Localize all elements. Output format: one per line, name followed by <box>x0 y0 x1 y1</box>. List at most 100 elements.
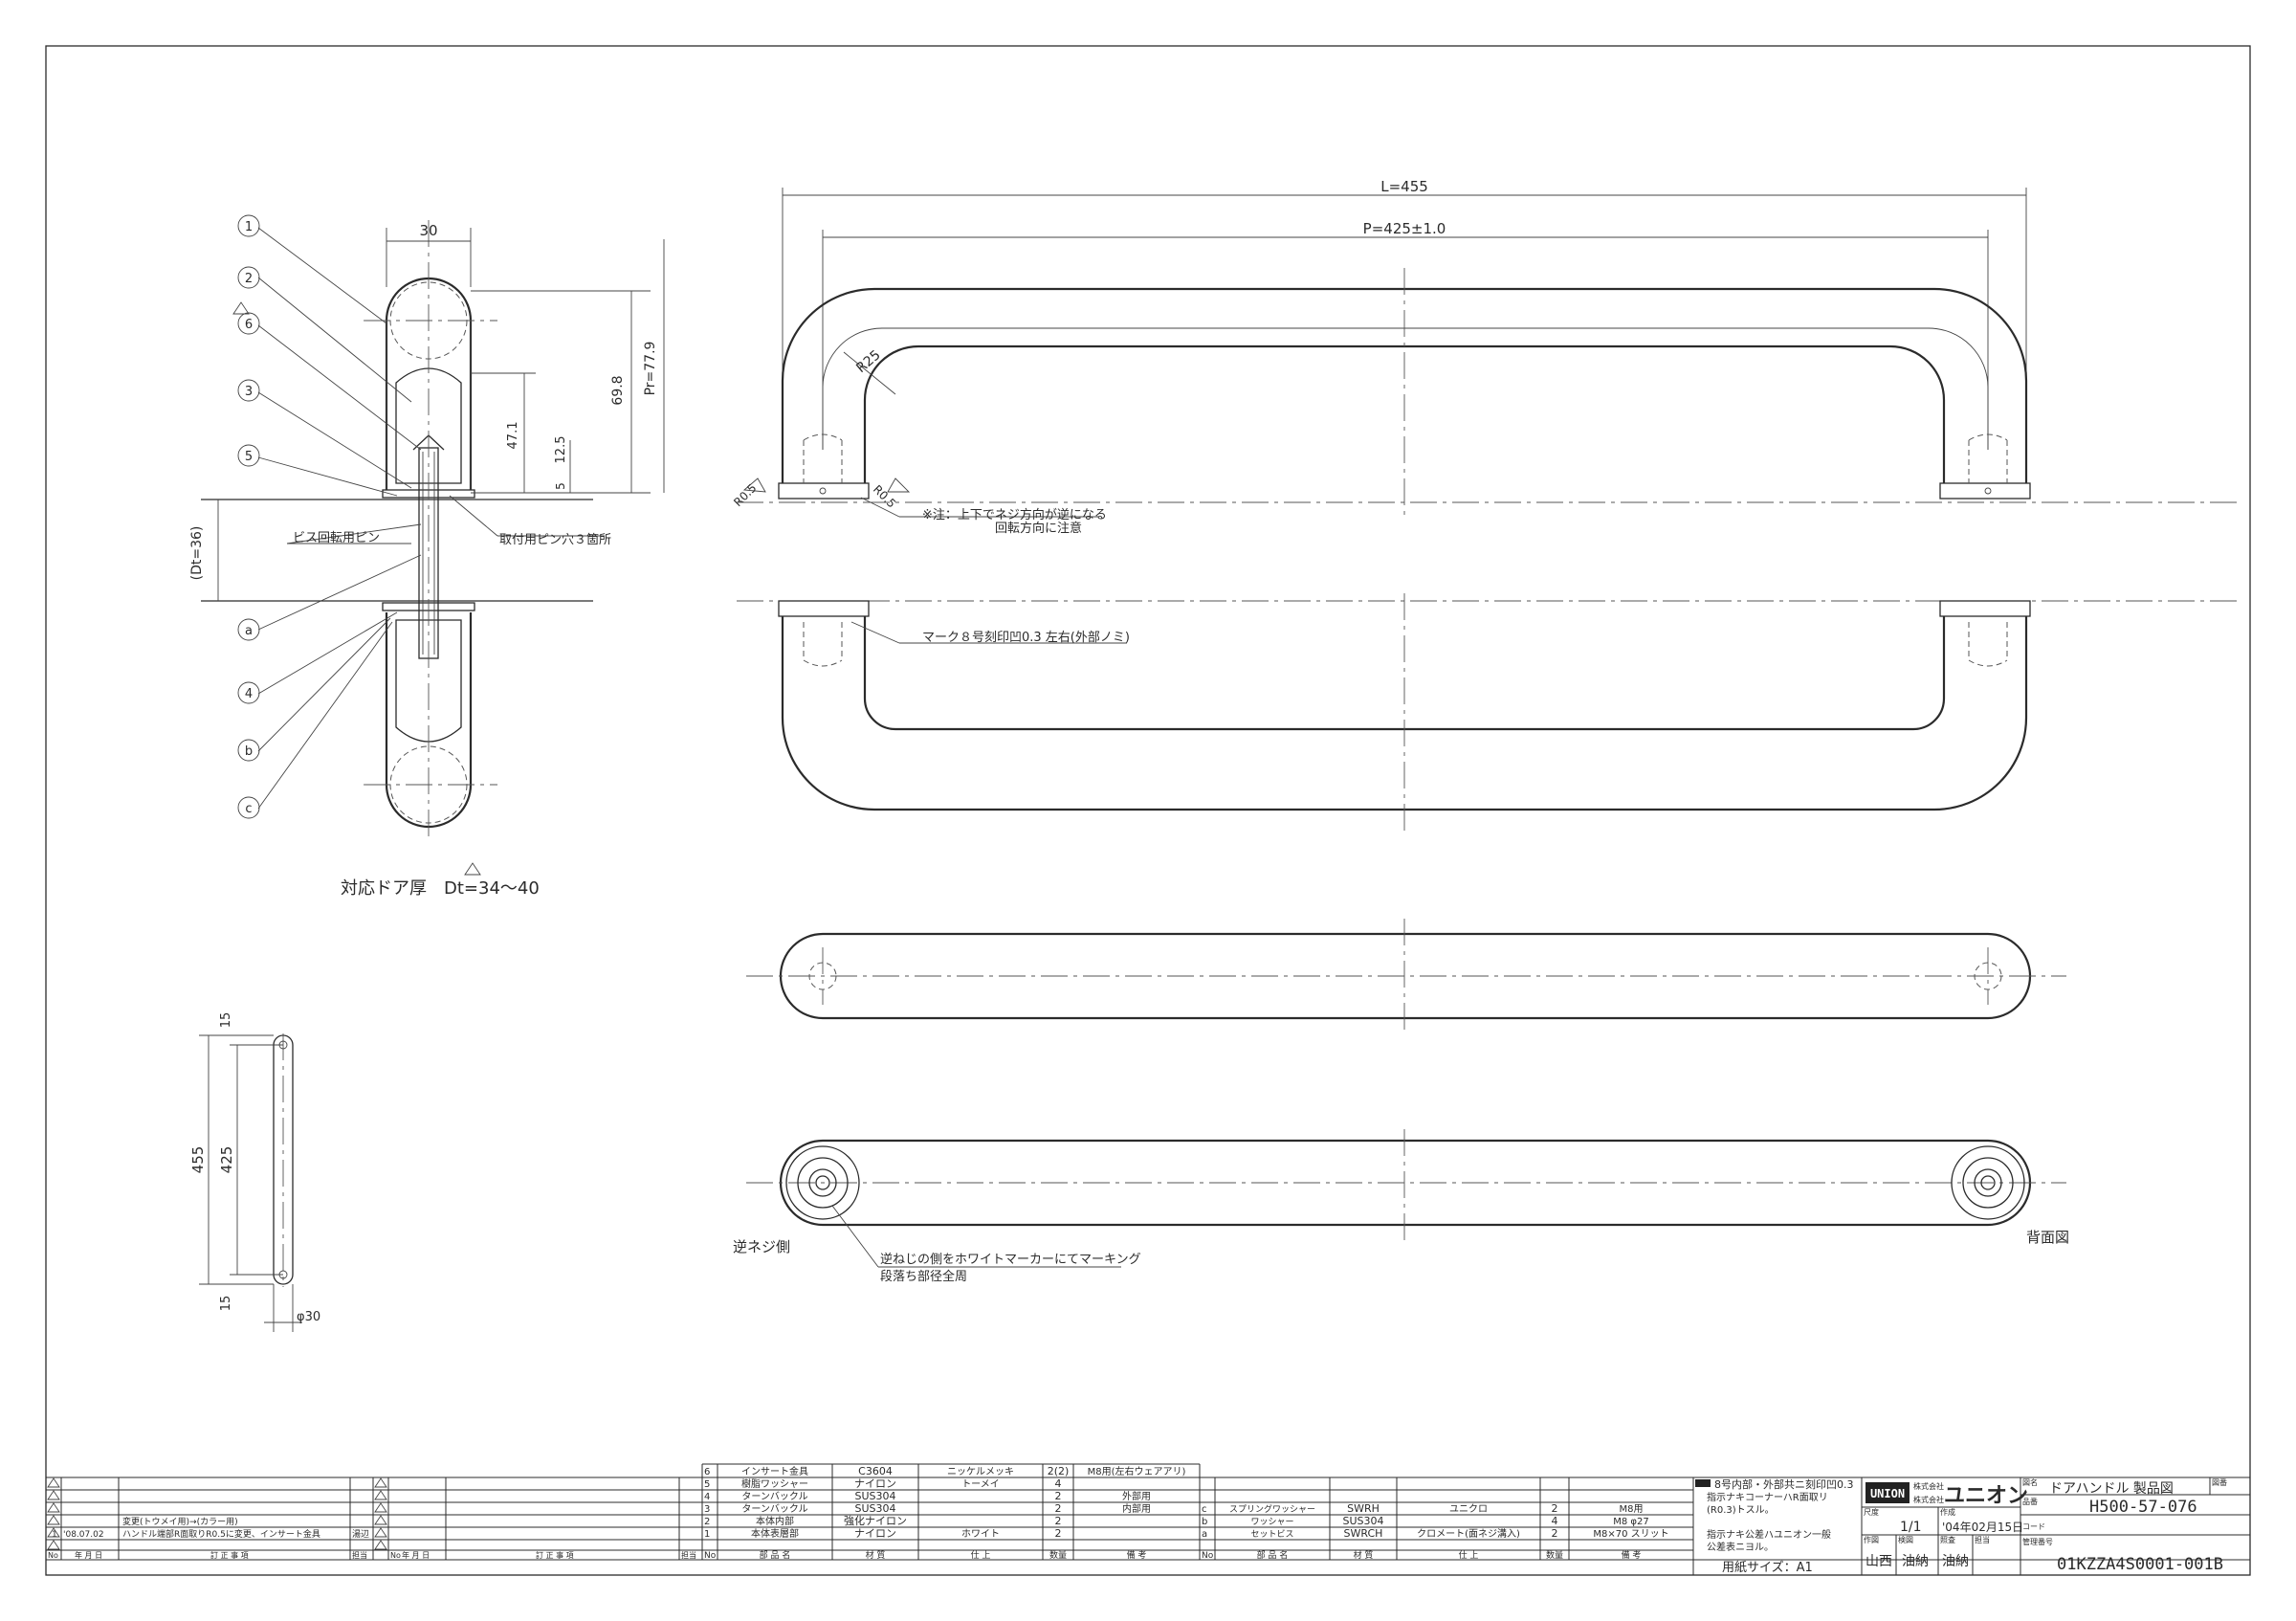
tb-check-label: 検図 <box>1898 1535 1913 1544</box>
balloon-circle <box>237 739 260 762</box>
part-qty: 2(2) <box>1048 1465 1070 1477</box>
tb-check: 油納 <box>1902 1554 1929 1569</box>
revision-triangle-icon <box>47 1490 60 1500</box>
part-material: SWRCH <box>1344 1527 1383 1540</box>
balloon: 2 <box>237 266 260 289</box>
tb-note-4: 指示ナキ公差ハユニオン一般 <box>1707 1528 1831 1541</box>
dim-125: 12.5 <box>554 436 568 464</box>
side-view: 455 425 15 15 φ30 <box>189 1012 320 1332</box>
tb-drawn-label: 作図 <box>1864 1535 1879 1544</box>
part-qty: 2 <box>1055 1490 1062 1502</box>
dim-side-phi30: φ30 <box>297 1310 320 1324</box>
sheet-border <box>45 45 2251 1576</box>
dim-overall-length: L=455 <box>1380 178 1428 195</box>
parts-header: 仕 上 <box>1459 1549 1479 1561</box>
tb-approve: 油納 <box>1942 1554 1969 1569</box>
balloon-label: 1 <box>245 220 253 234</box>
revision-content: 変更(トウメイ用)→(カラー用) <box>122 1516 238 1527</box>
part-name: ワッシャー <box>1250 1518 1293 1527</box>
note-door-thickness: 対応ドア厚 Dt=34～40 <box>341 878 540 899</box>
revision-header: 年 月 日 <box>402 1550 430 1560</box>
balloon-circle <box>237 312 260 335</box>
dim-side-425: 425 <box>218 1146 235 1174</box>
revision-header: No <box>48 1551 58 1560</box>
dim-side-455: 455 <box>189 1146 207 1174</box>
part-qty: 2 <box>1055 1502 1062 1515</box>
tb-product-no: H500-57-076 <box>2089 1498 2197 1517</box>
balloon-label: 6 <box>245 318 253 332</box>
part-material: 強化ナイロン <box>844 1514 907 1527</box>
dim-698: 69.8 <box>610 375 626 405</box>
note-marker-icon <box>1695 1479 1711 1487</box>
parts-header: No <box>1202 1551 1214 1561</box>
part-remark: 外部用 <box>1122 1490 1151 1502</box>
parts-header: 材 質 <box>866 1549 886 1561</box>
revision-triangle-icon <box>374 1477 387 1488</box>
tb-no-label: 図番 <box>2212 1477 2227 1487</box>
part-finish: クロメート(面ネジ溝入) <box>1417 1527 1520 1540</box>
balloon: c <box>237 796 260 819</box>
parts-header: 部 品 名 <box>760 1549 791 1561</box>
tb-title-label: 図名 <box>2022 1477 2038 1487</box>
part-qty: 2 <box>1055 1515 1062 1527</box>
part-finish: ユニクロ <box>1449 1503 1488 1515</box>
balloon-circle <box>237 618 260 641</box>
revision-triangle-icon <box>47 1477 60 1488</box>
revision-header: No <box>390 1551 401 1560</box>
dim-pitch: P=425±1.0 <box>1363 220 1446 237</box>
revision-header: 訂 正 事 項 <box>536 1550 574 1560</box>
part-finish: トーメイ <box>961 1479 1000 1490</box>
revision-table <box>46 1464 703 1560</box>
tb-mgmt-no: 01KZZA4S0001-001B <box>2057 1555 2223 1574</box>
parts-header: 備 考 <box>1622 1549 1642 1561</box>
revision-mark: 1 <box>52 1530 57 1540</box>
note-white-mark-2: 段落ち部径全周 <box>880 1269 967 1284</box>
dim-side-15-top: 15 <box>219 1012 233 1029</box>
brand-small: 株式会社 <box>1913 1481 1944 1491</box>
parts-header: 材 質 <box>1354 1549 1374 1561</box>
part-name: インサート金具 <box>741 1465 808 1477</box>
revision-date: '08.07.02 <box>63 1530 104 1540</box>
balloon-label: 5 <box>245 450 253 464</box>
dim-side-15-bottom: 15 <box>219 1296 233 1312</box>
parts-header: No <box>704 1551 717 1561</box>
tb-code-label: コード <box>2022 1522 2045 1531</box>
part-name: 本体内部 <box>756 1515 794 1527</box>
balloon: 6 <box>237 312 260 335</box>
balloon-circle <box>237 796 260 819</box>
parts-header: 仕 上 <box>971 1549 991 1561</box>
revision-triangle-icon <box>47 1540 60 1550</box>
part-remark: 内部用 <box>1122 1502 1151 1515</box>
top-view <box>746 919 2066 1033</box>
note-back-view: 背面図 <box>2026 1229 2069 1246</box>
balloon-circle <box>237 214 260 237</box>
dim-chamfer-a: R0.5 <box>731 481 759 509</box>
title-info <box>1692 1477 2250 1575</box>
back-view <box>746 1129 2066 1268</box>
revision-triangle-icon <box>464 862 481 876</box>
revision-triangle-icon <box>47 1515 60 1525</box>
balloon: 4 <box>237 681 260 704</box>
part-no: 2 <box>704 1517 710 1527</box>
tb-note-3: (R0.3)トスル。 <box>1707 1505 1775 1516</box>
section-view: 30 69.8 Pr=77.9 47.1 12.5 5 (Dt=36) <box>189 220 665 842</box>
part-qty: 2 <box>1552 1502 1558 1515</box>
parts-header: 数量 <box>1546 1549 1563 1561</box>
part-no: 1 <box>704 1529 710 1540</box>
tb-note-5: 公差表ニヨル。 <box>1707 1541 1774 1553</box>
revision-triangle-icon <box>232 301 250 315</box>
brand-logo <box>1866 1482 1910 1503</box>
parts-header: 部 品 名 <box>1257 1549 1289 1561</box>
tb-made-label: 作成 <box>1940 1507 1955 1517</box>
part-no: 3 <box>704 1504 710 1515</box>
dim-bend-radius: R25 <box>853 347 883 376</box>
revision-triangle-icon <box>47 1527 60 1538</box>
dim-width: 30 <box>419 222 437 239</box>
part-no: 5 <box>704 1479 710 1490</box>
dim-pr: Pr=77.9 <box>643 342 658 396</box>
part-no: b <box>1202 1517 1207 1527</box>
tb-approve-label: 照査 <box>1940 1535 1955 1544</box>
balloon-label: a <box>245 624 253 638</box>
